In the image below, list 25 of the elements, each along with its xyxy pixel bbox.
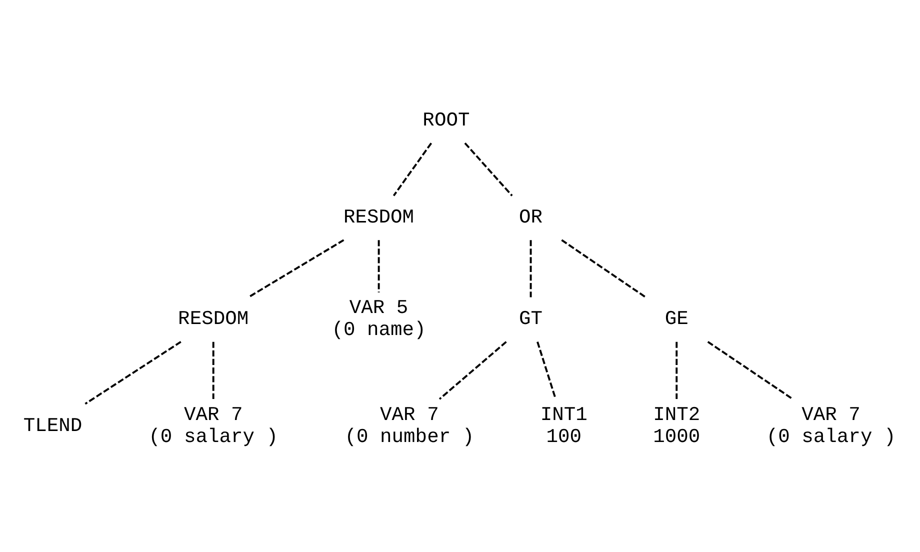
node-text: RESDOM bbox=[344, 206, 414, 228]
node-text: INT1 100 bbox=[540, 404, 588, 448]
connector bbox=[676, 342, 678, 400]
node-text: VAR 5 (0 name) bbox=[332, 297, 426, 342]
connector bbox=[378, 240, 380, 292]
node-text: VAR 7 (0 number ) bbox=[344, 404, 474, 448]
connector bbox=[438, 341, 507, 400]
connector bbox=[212, 342, 214, 400]
node-text: GT bbox=[519, 308, 543, 330]
node-text: INT2 1000 bbox=[653, 404, 700, 448]
connector bbox=[707, 341, 794, 400]
connector bbox=[392, 142, 432, 196]
connector bbox=[536, 342, 557, 400]
connector bbox=[464, 142, 513, 196]
connector bbox=[530, 240, 532, 298]
node-text: TLEND bbox=[23, 414, 82, 437]
node-text: VAR 7 (0 salary ) bbox=[766, 404, 896, 448]
connector bbox=[561, 239, 646, 298]
node-text: ROOT bbox=[422, 110, 470, 132]
node-text: OR bbox=[519, 206, 543, 228]
connector bbox=[84, 341, 182, 405]
node-text: GE bbox=[664, 308, 688, 330]
node-text: RESDOM bbox=[178, 308, 249, 330]
connector bbox=[248, 239, 344, 298]
node-text: VAR 7 (0 salary ) bbox=[148, 404, 278, 448]
